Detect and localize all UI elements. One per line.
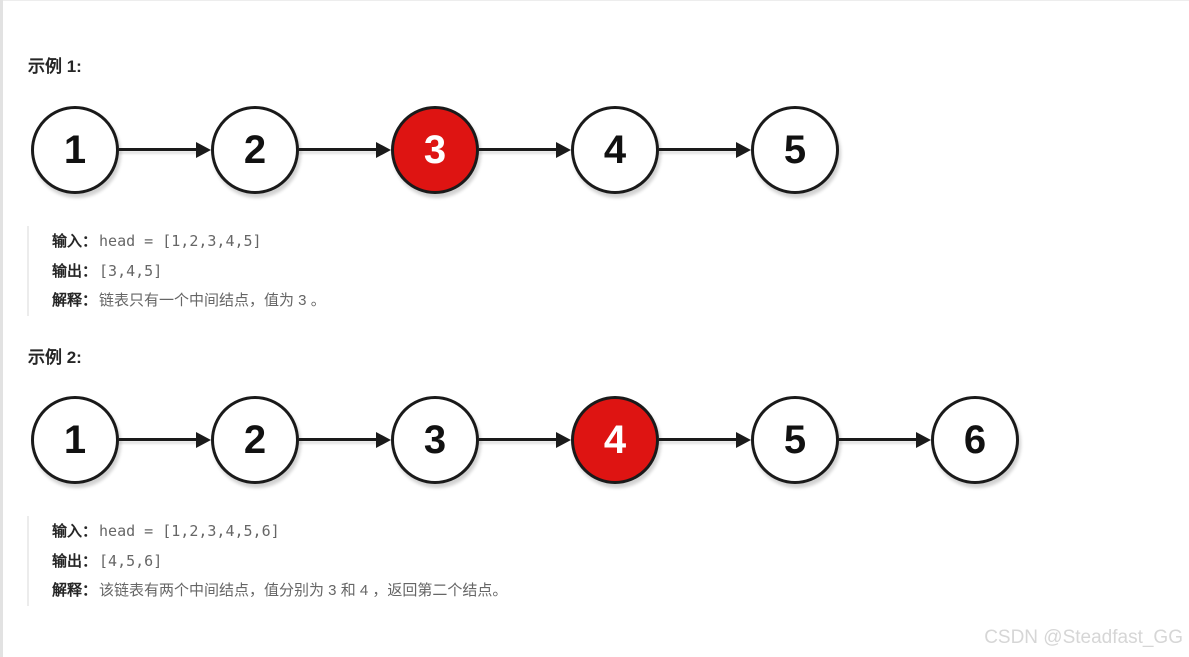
node-value: 2 — [243, 417, 267, 462]
explain-label: 解释： — [52, 582, 98, 599]
arrow-right-icon — [119, 142, 211, 158]
arrow-right-icon — [659, 142, 751, 158]
list-node: 5 — [751, 396, 839, 484]
output-line: 输出：[3,4,5] — [52, 256, 326, 286]
list-node: 3 — [391, 396, 479, 484]
linked-list-diagram-1: 1 2 3 4 5 — [0, 102, 1189, 202]
node-value: 4 — [603, 417, 627, 462]
node-value: 5 — [783, 417, 807, 462]
linked-list-diagram-2: 1 2 3 4 5 6 — [0, 392, 1189, 492]
node-value: 1 — [63, 127, 87, 172]
example-2-io-block: 输入：head = [1,2,3,4,5,6] 输出：[4,5,6] 解释：该链… — [27, 516, 507, 606]
explain-text: 链表只有一个中间结点，值为 3 。 — [99, 292, 326, 309]
list-node: 4 — [571, 106, 659, 194]
node-value: 3 — [423, 127, 447, 172]
explain-label: 解释： — [52, 292, 98, 309]
csdn-watermark: CSDN @Steadfast_GG — [984, 627, 1183, 648]
input-line: 输入：head = [1,2,3,4,5] — [52, 226, 326, 256]
input-label: 输入： — [52, 233, 98, 250]
explain-line: 解释：该链表有两个中间结点，值分别为 3 和 4 ，返回第二个结点。 — [52, 576, 507, 606]
node-value: 2 — [243, 127, 267, 172]
input-line: 输入：head = [1,2,3,4,5,6] — [52, 516, 507, 546]
node-value: 5 — [783, 127, 807, 172]
explain-text: 该链表有两个中间结点，值分别为 3 和 4 ，返回第二个结点。 — [99, 582, 508, 599]
arrow-right-icon — [119, 432, 211, 448]
output-value: [3,4,5] — [99, 262, 163, 280]
arrow-right-icon — [299, 432, 391, 448]
list-node: 6 — [931, 396, 1019, 484]
output-label: 输出： — [52, 263, 98, 280]
node-value: 3 — [423, 417, 447, 462]
output-line: 输出：[4,5,6] — [52, 546, 507, 576]
explain-line: 解释：链表只有一个中间结点，值为 3 。 — [52, 286, 326, 316]
list-node: 2 — [211, 106, 299, 194]
list-node-highlighted: 4 — [571, 396, 659, 484]
example-2-heading: 示例 2: — [28, 348, 82, 367]
arrow-right-icon — [659, 432, 751, 448]
arrow-right-icon — [299, 142, 391, 158]
node-value: 1 — [63, 417, 87, 462]
input-value: head = [1,2,3,4,5] — [99, 232, 262, 250]
list-node: 5 — [751, 106, 839, 194]
arrow-right-icon — [839, 432, 931, 448]
arrow-right-icon — [479, 432, 571, 448]
node-value: 6 — [963, 417, 987, 462]
example-1-io-block: 输入：head = [1,2,3,4,5] 输出：[3,4,5] 解释：链表只有… — [27, 226, 326, 316]
list-node: 2 — [211, 396, 299, 484]
input-label: 输入： — [52, 523, 98, 540]
node-value: 4 — [603, 127, 627, 172]
output-label: 输出： — [52, 553, 98, 570]
input-value: head = [1,2,3,4,5,6] — [99, 522, 280, 540]
example-1-heading: 示例 1: — [28, 57, 82, 76]
left-border — [0, 0, 3, 657]
list-node: 1 — [31, 396, 119, 484]
output-value: [4,5,6] — [99, 552, 163, 570]
top-border — [0, 0, 1189, 1]
list-node-highlighted: 3 — [391, 106, 479, 194]
list-node: 1 — [31, 106, 119, 194]
arrow-right-icon — [479, 142, 571, 158]
